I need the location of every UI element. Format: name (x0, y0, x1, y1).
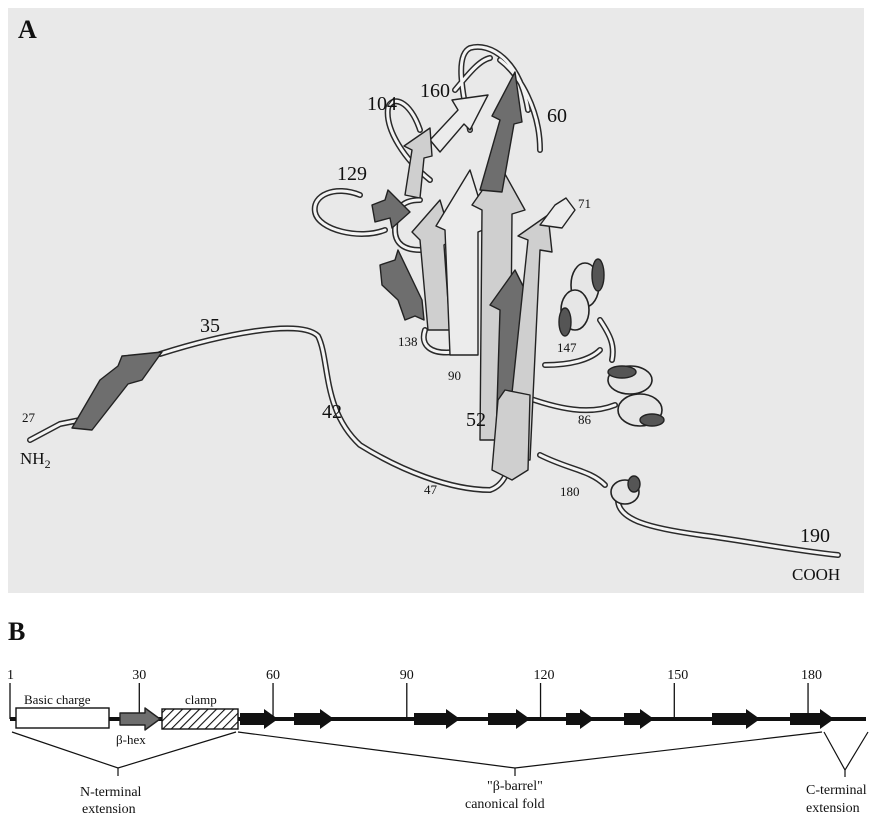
basic-charge-label: Basic charge (24, 692, 91, 707)
c-terminal-bracket (824, 732, 868, 777)
label-res-138: 138 (398, 334, 418, 349)
tick-label-1: 1 (7, 668, 14, 683)
sequence-ticks: 1 30 60 90 120 150 180 (7, 668, 822, 719)
n-terminal-label-line2: extension (82, 802, 136, 817)
label-c-terminus: COOH (792, 565, 840, 584)
sequence-strand-8 (790, 709, 834, 729)
n-terminus-text: NH (20, 449, 45, 468)
label-res-129: 129 (337, 163, 367, 185)
c-terminal-label-line1: C-terminal (806, 783, 867, 798)
tick-label-90: 90 (400, 668, 414, 683)
sequence-strand-1 (240, 709, 278, 729)
label-res-47: 47 (424, 482, 438, 497)
clamp-box (162, 709, 238, 729)
panel-b: B 1 30 60 90 120 150 180 Basic charge β-hex cl… (7, 617, 868, 817)
tick-label-60: 60 (266, 668, 280, 683)
label-res-86: 86 (578, 412, 592, 427)
label-res-52: 52 (466, 409, 486, 431)
clamp-label: clamp (185, 692, 217, 707)
c-terminal-label-line2: extension (806, 801, 860, 816)
panel-a-letter: A (18, 15, 37, 44)
label-res-71: 71 (578, 196, 591, 211)
sequence-strand-7 (712, 709, 760, 729)
sequence-strand-2 (294, 709, 334, 729)
barrel-bracket (238, 732, 822, 776)
label-res-147: 147 (557, 340, 577, 355)
tick-label-120: 120 (534, 668, 555, 683)
tick-label-180: 180 (801, 668, 822, 683)
label-res-160: 160 (420, 80, 450, 102)
label-res-42: 42 (322, 401, 342, 423)
label-res-180: 180 (560, 484, 580, 499)
sequence-strand-6 (624, 709, 654, 729)
sequence-strand-5 (566, 709, 594, 729)
panel-a: A (8, 8, 864, 593)
barrel-label-line1: "β-barrel" (487, 779, 543, 794)
n-terminus-subscript: 2 (45, 457, 51, 471)
basic-charge-box (16, 708, 109, 728)
n-terminal-label-line1: N-terminal (80, 785, 142, 800)
label-res-60: 60 (547, 105, 567, 127)
label-res-90: 90 (448, 368, 461, 383)
beta-hex-arrow (120, 708, 160, 730)
sequence-strand-3 (414, 709, 460, 729)
barrel-label-line2: canonical fold (465, 797, 545, 812)
beta-hex-label: β-hex (116, 732, 146, 747)
label-res-35: 35 (200, 315, 220, 337)
label-res-104: 104 (367, 93, 397, 115)
sequence-strand-4 (488, 709, 530, 729)
tick-label-30: 30 (132, 668, 146, 683)
strand-52 (492, 390, 530, 480)
label-res-190: 190 (800, 525, 830, 547)
label-res-27: 27 (22, 410, 36, 425)
tick-label-150: 150 (667, 668, 688, 683)
panel-b-letter: B (8, 617, 25, 646)
